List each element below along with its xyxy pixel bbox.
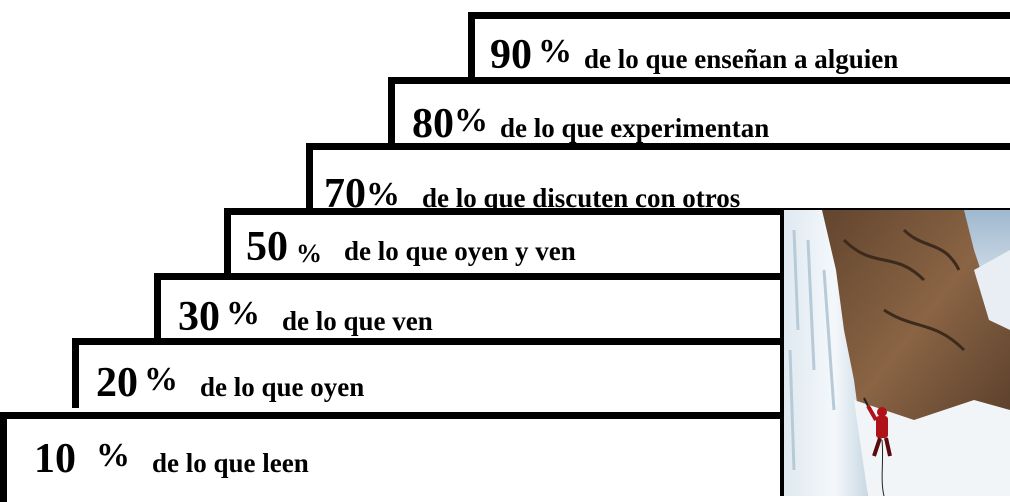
icicle-lines (788, 229, 836, 471)
step-90-label: 90% de lo que enseñan a alguien (490, 34, 898, 76)
ice-climber-illustration (784, 210, 1010, 496)
step-10-description: de lo que leen (152, 448, 309, 478)
step-30-label: 30% de lo que ven (178, 296, 433, 338)
step-80-percent: 80 (412, 101, 454, 147)
step-20-description: de lo que oyen (200, 372, 365, 402)
step-70-percent: 70 (324, 171, 366, 217)
step-30-description: de lo que ven (282, 306, 433, 336)
step-30-percent-symbol: % (226, 295, 260, 332)
step-70-label: 70% de lo que discuten con otros (324, 173, 740, 215)
step-80-label: 80% de lo que experimentan (412, 103, 769, 145)
step-50-label: 50% de lo que oyen y ven (246, 226, 576, 268)
step-20-percent: 20 (96, 360, 138, 406)
step-20-percent-symbol: % (144, 361, 178, 398)
step-10-label: 10% de lo que leen (34, 438, 309, 480)
snow-slope (854, 400, 1010, 496)
step-80 (388, 77, 1010, 147)
distant-snow-peak (974, 250, 1010, 330)
climbing-rope (881, 439, 885, 496)
step-70-percent-symbol: % (366, 176, 400, 213)
step-70 (306, 143, 1010, 213)
rock-cracks (842, 228, 966, 352)
step-70-description: de lo que discuten con otros (422, 183, 741, 213)
step-50-description: de lo que oyen y ven (344, 236, 576, 266)
step-30-percent: 30 (178, 294, 220, 340)
step-80-percent-symbol: % (454, 102, 488, 139)
step-90 (468, 12, 1010, 82)
step-10-percent: 10 (34, 436, 76, 482)
step-90-percent-symbol: % (538, 33, 572, 70)
step-20-label: 20% de lo que oyen (96, 362, 364, 404)
step-80-description: de lo que experimentan (500, 113, 770, 143)
step-90-description: de lo que enseñan a alguien (584, 44, 899, 74)
step-10-percent-symbol: % (96, 437, 130, 474)
ice-climber-photo (780, 210, 1010, 496)
step-50-percent: 50 (246, 224, 288, 270)
frozen-waterfall (784, 210, 868, 496)
climber-figure (863, 397, 892, 457)
step-50-percent-symbol: % (296, 239, 322, 268)
step-90-percent: 90 (490, 32, 532, 78)
